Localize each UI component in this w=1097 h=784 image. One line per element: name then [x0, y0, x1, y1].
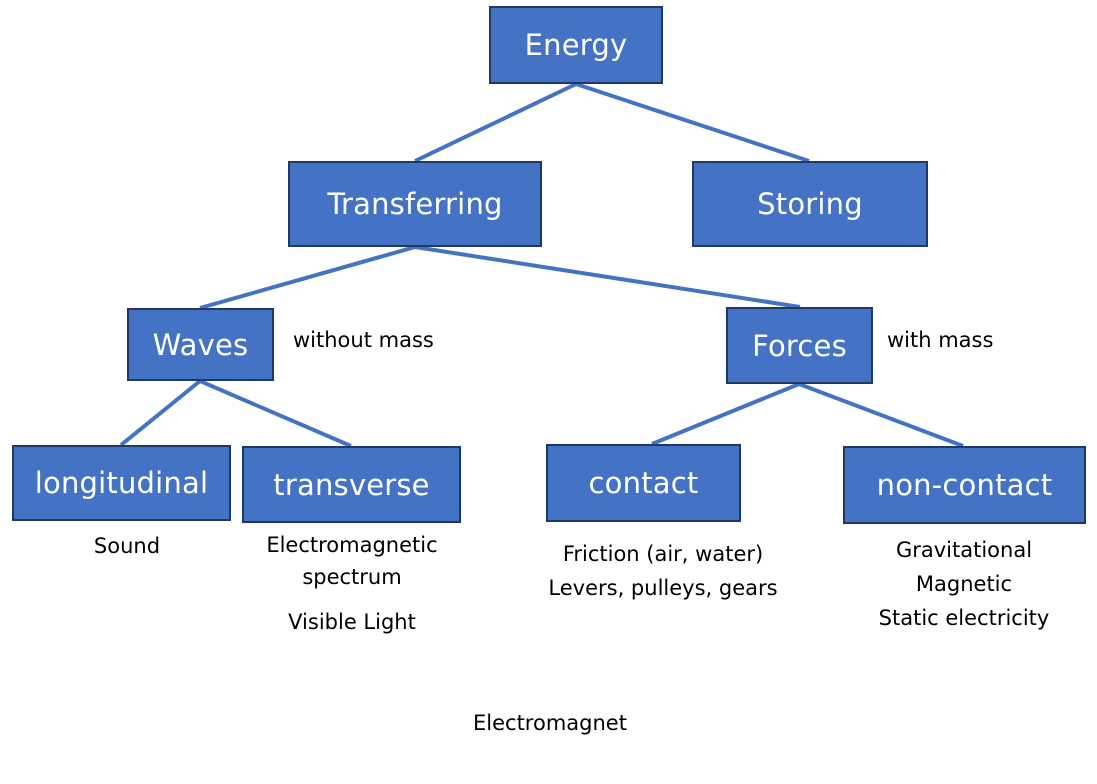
- node-transferring: Transferring: [288, 161, 542, 247]
- example-static-electricity: Static electricity: [878, 606, 1050, 630]
- node-waves-label: Waves: [152, 327, 249, 362]
- example-sound: Sound: [93, 534, 161, 558]
- footer-electromagnet: Electromagnet: [473, 711, 627, 735]
- contact-examples: Friction (air, water) Levers, pulleys, g…: [523, 537, 803, 605]
- node-contact: contact: [546, 444, 741, 522]
- example-spectrum: spectrum: [302, 565, 402, 589]
- transverse-examples: Electromagnetic spectrum Visible Light: [242, 529, 462, 638]
- node-transverse-label: transverse: [273, 467, 430, 502]
- node-non-contact-label: non-contact: [876, 468, 1053, 502]
- edge-energy-storing: [575, 82, 810, 163]
- node-storing-label: Storing: [757, 187, 863, 221]
- edge-forces-non-contact: [798, 382, 964, 448]
- node-energy-label: Energy: [524, 28, 628, 62]
- longitudinal-examples: Sound: [27, 529, 227, 563]
- example-friction: Friction (air, water): [562, 542, 764, 566]
- edge-transferring-waves: [199, 245, 416, 310]
- non-contact-examples: Gravitational Magnetic Static electricit…: [844, 533, 1084, 635]
- example-magnetic: Magnetic: [915, 572, 1013, 596]
- node-contact-label: contact: [588, 466, 699, 500]
- node-forces: Forces: [726, 307, 873, 384]
- example-gravitational: Gravitational: [895, 538, 1033, 562]
- node-waves: Waves: [127, 308, 274, 381]
- node-non-contact: non-contact: [843, 446, 1086, 524]
- edge-waves-transverse: [199, 379, 352, 448]
- node-energy: Energy: [489, 6, 663, 84]
- node-forces-label: Forces: [752, 328, 847, 363]
- node-transferring-label: Transferring: [327, 187, 503, 221]
- example-electromagnetic: Electromagnetic: [266, 533, 438, 557]
- node-transverse: transverse: [242, 446, 461, 523]
- edge-forces-contact: [651, 382, 800, 446]
- edge-energy-transferring: [414, 82, 577, 163]
- node-longitudinal-label: longitudinal: [34, 466, 209, 500]
- edge-transferring-forces: [414, 245, 801, 309]
- edge-waves-longitudinal: [119, 379, 202, 447]
- node-storing: Storing: [692, 161, 928, 247]
- example-levers: Levers, pulleys, gears: [548, 576, 778, 600]
- node-longitudinal: longitudinal: [12, 445, 231, 521]
- forces-note: with mass: [887, 328, 994, 352]
- example-visible-light: Visible Light: [288, 610, 416, 634]
- waves-note: without mass: [293, 328, 434, 352]
